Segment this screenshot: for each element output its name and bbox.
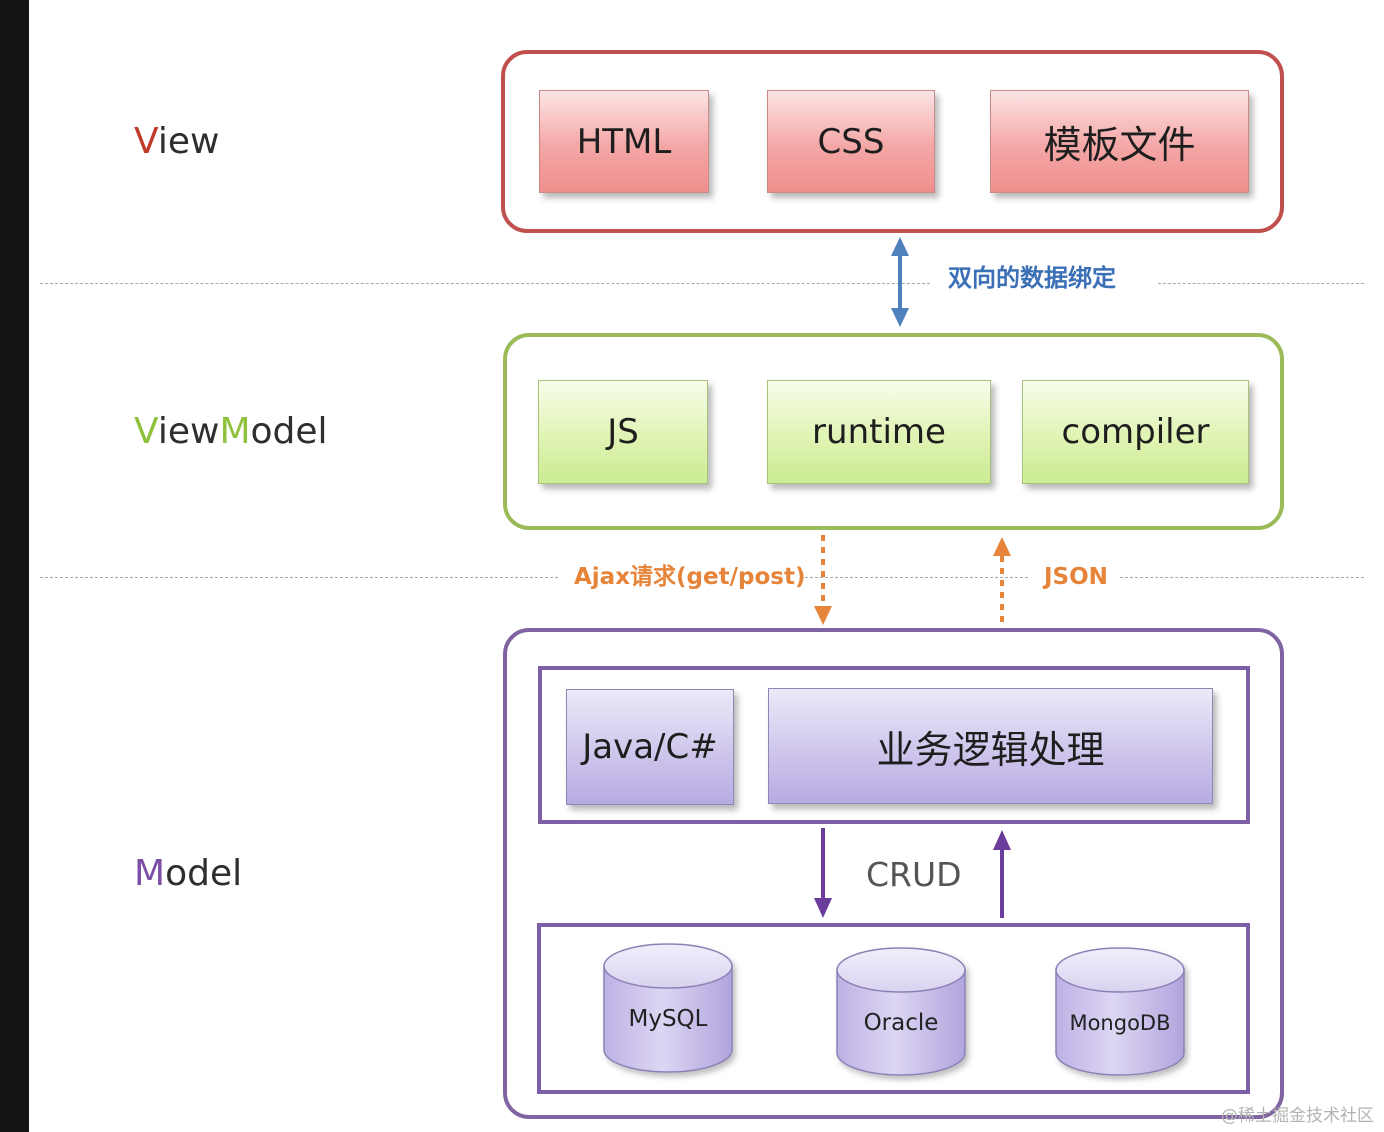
model-layer-label: Model (134, 856, 242, 892)
view-label-initial: V (134, 121, 158, 162)
two-way-binding-arrow (891, 237, 909, 327)
viewmodel-label-m-initial: M (219, 411, 251, 452)
view-layer-label: View (134, 124, 219, 160)
runtime-box: runtime (767, 380, 991, 484)
two-way-binding-label: 双向的数据绑定 (948, 264, 1116, 292)
crud-label: CRUD (866, 855, 962, 894)
viewmodel-layer-label: ViewModel (134, 414, 328, 450)
divider-viewmodel-model-left (40, 577, 558, 578)
viewmodel-label-v-initial: V (134, 411, 158, 452)
oracle-database-cylinder (836, 947, 966, 1076)
js-box: JS (538, 380, 708, 484)
template-file-box: 模板文件 (990, 90, 1249, 193)
divider-viewmodel-model-mid (800, 577, 1028, 578)
oracle-label: Oracle (863, 1010, 939, 1036)
mongodb-database-cylinder (1055, 947, 1185, 1076)
compiler-box: compiler (1022, 380, 1249, 484)
mysql-database-cylinder (603, 943, 733, 1073)
mongodb-label: MongoDB (1069, 1011, 1171, 1035)
viewmodel-label-m-rest: odel (250, 411, 328, 452)
json-label: JSON (1044, 564, 1108, 590)
divider-view-viewmodel-left (40, 283, 930, 284)
divider-view-viewmodel-right (1158, 283, 1364, 284)
watermark: @稀土掘金技术社区 (1221, 1106, 1374, 1126)
model-label-initial: M (134, 853, 166, 894)
crud-up-arrow (993, 830, 1011, 918)
ajax-request-label: Ajax请求(get/post) (574, 564, 806, 590)
viewmodel-label-v-rest: iew (157, 411, 220, 452)
view-label-rest: iew (157, 121, 220, 162)
ajax-request-arrow (814, 535, 832, 625)
business-logic-box: 业务逻辑处理 (768, 688, 1213, 804)
json-response-arrow (993, 537, 1011, 622)
css-box: CSS (767, 90, 935, 193)
divider-viewmodel-model-right (1120, 577, 1364, 578)
crud-down-arrow (814, 828, 832, 918)
model-label-rest: odel (165, 853, 243, 894)
left-edge-bar (0, 0, 29, 1132)
java-csharp-box: Java/C# (566, 689, 734, 805)
html-box: HTML (539, 90, 709, 193)
mysql-label: MySQL (628, 1006, 708, 1032)
